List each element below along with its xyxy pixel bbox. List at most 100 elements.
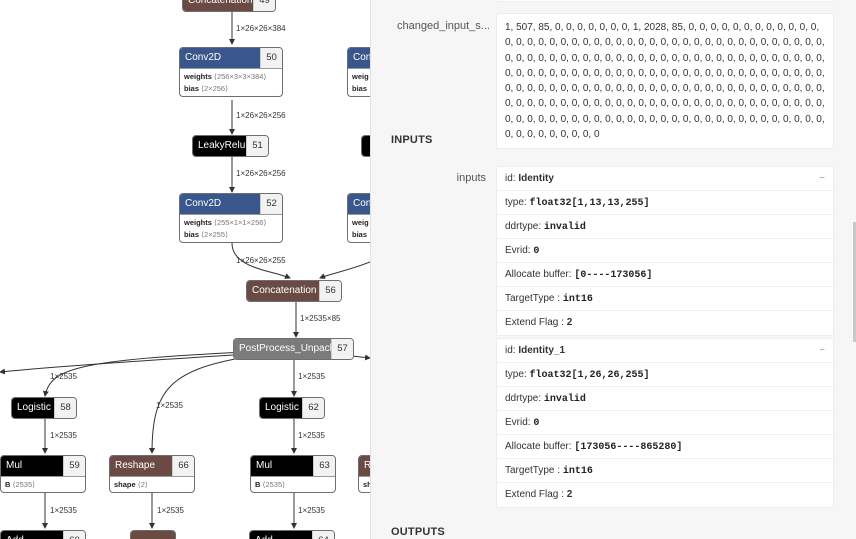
edge-57-r (351, 354, 370, 361)
node-index: 64 (312, 531, 334, 539)
node-attribute: weights ⟨256×3×3×384⟩ (184, 72, 267, 81)
node-type: Conv2D (348, 194, 370, 214)
attribute-value-cut (496, 0, 834, 2)
node-conv2d-partial-2[interactable]: Conv2D weig bias (347, 193, 370, 243)
node-add-64[interactable]: Add64 (249, 530, 335, 539)
node-type: Logistic (12, 398, 54, 418)
node-reshape-partial[interactable]: R sh (358, 455, 370, 493)
node-attribute: weights ⟨255×1×1×256⟩ (184, 218, 267, 227)
node-type: Conv2D (180, 48, 260, 68)
node-type: R (359, 456, 370, 476)
node-index: 50 (260, 48, 282, 68)
attribute-value-changed-input: 1, 507, 85, 0, 0, 0, 0, 0, 0, 0, 1, 2028… (496, 13, 834, 150)
input-identity[interactable]: id: Identity− type: float32[1,13,13,255]… (496, 166, 834, 336)
input-extendflag-row: Extend Flag : 2 (505, 317, 573, 328)
node-attribute: B ⟨2535⟩ (5, 480, 36, 489)
node-index: 59 (63, 456, 85, 476)
properties-sidebar[interactable]: changed_input_s... 1, 507, 85, 0, 0, 0, … (370, 0, 856, 539)
node-index: 58 (54, 398, 76, 418)
node-attribute: shape ⟨2⟩ (114, 480, 148, 489)
node-type: Add (250, 531, 312, 539)
node-attribute: B ⟨2535⟩ (255, 480, 286, 489)
input-identity-1[interactable]: id: Identity_1− type: float32[1,26,26,25… (496, 338, 834, 508)
input-allocate-row: Allocate buffer: [173056----865280] (497, 435, 833, 459)
inputs-label: inputs (456, 172, 486, 184)
edge-label: 1×2535 (157, 506, 184, 515)
node-partial-bottom[interactable] (130, 530, 176, 539)
node-index: 56 (319, 281, 341, 301)
node-type: Mul (1, 456, 63, 476)
node-index: 52 (260, 194, 282, 214)
graph-edges (0, 10, 370, 529)
node-add-60[interactable]: Add60 (0, 530, 86, 539)
input-id-row: id: Identity_1− (497, 339, 833, 363)
edge-label: 1×2535 (50, 431, 77, 440)
node-type: Reshape (110, 456, 172, 476)
edge-label: 1×26×26×384 (236, 24, 286, 33)
node-type: Conv2D (180, 194, 260, 214)
node-attribute: bias ⟨2×256⟩ (184, 84, 229, 93)
node-type: PostProcess_Unpack (234, 339, 331, 359)
edge-57-66 (149, 356, 247, 454)
edge-label: 1×2535×85 (300, 314, 341, 323)
input-targettype-row: TargetType : int16 (497, 459, 833, 483)
node-type: Conv2D (348, 48, 370, 68)
attribute-name: changed_input_s... (397, 20, 490, 32)
section-title-outputs: OUTPUTS (391, 526, 445, 538)
edge-label: 1×2535 (298, 372, 325, 381)
edge-r-56 (319, 261, 370, 279)
attribute-value-text: 1, 507, 85, 0, 0, 0, 0, 0, 0, 0, 1, 2028… (505, 22, 825, 141)
node-type: Mul (251, 456, 313, 476)
node-index: 49 (253, 0, 275, 11)
collapse-toggle[interactable]: − (819, 173, 825, 184)
edge-52-56 (231, 242, 291, 279)
node-type: Add (1, 531, 63, 539)
input-targettype-row: TargetType : int16 (497, 287, 833, 311)
edge-label: 1×2535 (50, 506, 77, 515)
node-type: Logistic (260, 398, 302, 418)
input-id-row: id: Identity− (497, 167, 833, 191)
edge-label: 1×26×26×255 (236, 256, 286, 265)
node-attribute: bias ⟨2×255⟩ (184, 230, 229, 239)
node-index: 63 (313, 456, 335, 476)
scrollbar-thumb[interactable] (853, 222, 856, 342)
edge-label: 1×26×26×256 (236, 169, 286, 178)
node-conv2d-partial-1[interactable]: Conv2D weig bias (347, 47, 370, 97)
input-ddrtype-row: ddrtype: invalid (497, 215, 833, 239)
edge-label: 1×26×26×256 (236, 111, 286, 120)
input-ddrtype-row: ddrtype: invalid (497, 387, 833, 411)
node-type: Concatenation (183, 0, 253, 11)
sidebar-scrollbar[interactable] (853, 0, 856, 539)
node-index: 57 (331, 339, 353, 359)
edge-label: 1×2535 (50, 372, 77, 381)
input-type-row: type: float32[1,13,13,255] (497, 191, 833, 215)
node-type: Concatenation (247, 281, 319, 301)
collapse-toggle[interactable]: − (819, 345, 825, 356)
input-evrid-row: Evrid: 0 (497, 239, 833, 263)
input-allocate-row: Allocate buffer: [0----173056] (497, 263, 833, 287)
input-extendflag-row: Extend Flag : 2 (505, 489, 573, 500)
edge-57-58 (42, 351, 247, 397)
edge-label: 1×2535 (156, 401, 183, 410)
node-index: 62 (302, 398, 324, 418)
edge-label: 1×2535 (298, 506, 325, 515)
input-evrid-row: Evrid: 0 (497, 411, 833, 435)
edge-label: 1×2535 (298, 431, 325, 440)
node-index: 51 (246, 136, 268, 156)
node-leakyrelu-partial[interactable] (361, 135, 370, 157)
input-type-row: type: float32[1,26,26,255] (497, 363, 833, 387)
section-title-inputs: INPUTS (391, 134, 433, 146)
node-index: 66 (172, 456, 194, 476)
